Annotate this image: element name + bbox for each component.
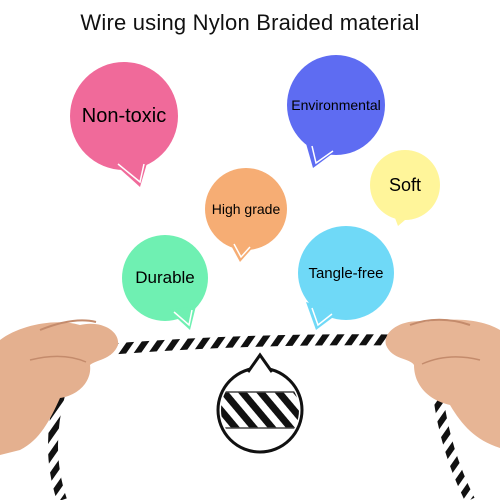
left-hand xyxy=(0,319,119,455)
bubble-environmental: Environmental xyxy=(287,55,385,155)
bubble-tail-environmental xyxy=(305,140,340,168)
bubble-tangle-free: Tangle-free xyxy=(298,226,394,320)
bubble-label-durable: Durable xyxy=(135,268,195,287)
magnifier-callout xyxy=(216,352,304,454)
bubble-label-tangle-free: Tangle-free xyxy=(308,264,384,282)
braided-cable xyxy=(47,334,475,500)
bubble-non-toxic: Non-toxic xyxy=(70,62,178,170)
right-hand xyxy=(385,318,500,448)
bubble-high-grade: High grade xyxy=(205,168,287,250)
page-title: Wire using Nylon Braided material xyxy=(80,10,420,35)
bubble-tail-non-toxic xyxy=(110,160,148,187)
bubble-tail-high-grade xyxy=(228,240,256,262)
bubble-label-non-toxic: Non-toxic xyxy=(81,104,167,127)
bubble-label-high-grade: High grade xyxy=(211,201,281,217)
bubble-tail-tangle-free xyxy=(306,302,340,330)
bubble-tail-soft xyxy=(392,210,412,226)
bubble-tail-durable xyxy=(168,306,196,330)
bubble-soft: Soft xyxy=(370,150,440,220)
bubble-label-environmental: Environmental xyxy=(291,97,381,113)
bubble-label-soft: Soft xyxy=(388,174,422,195)
